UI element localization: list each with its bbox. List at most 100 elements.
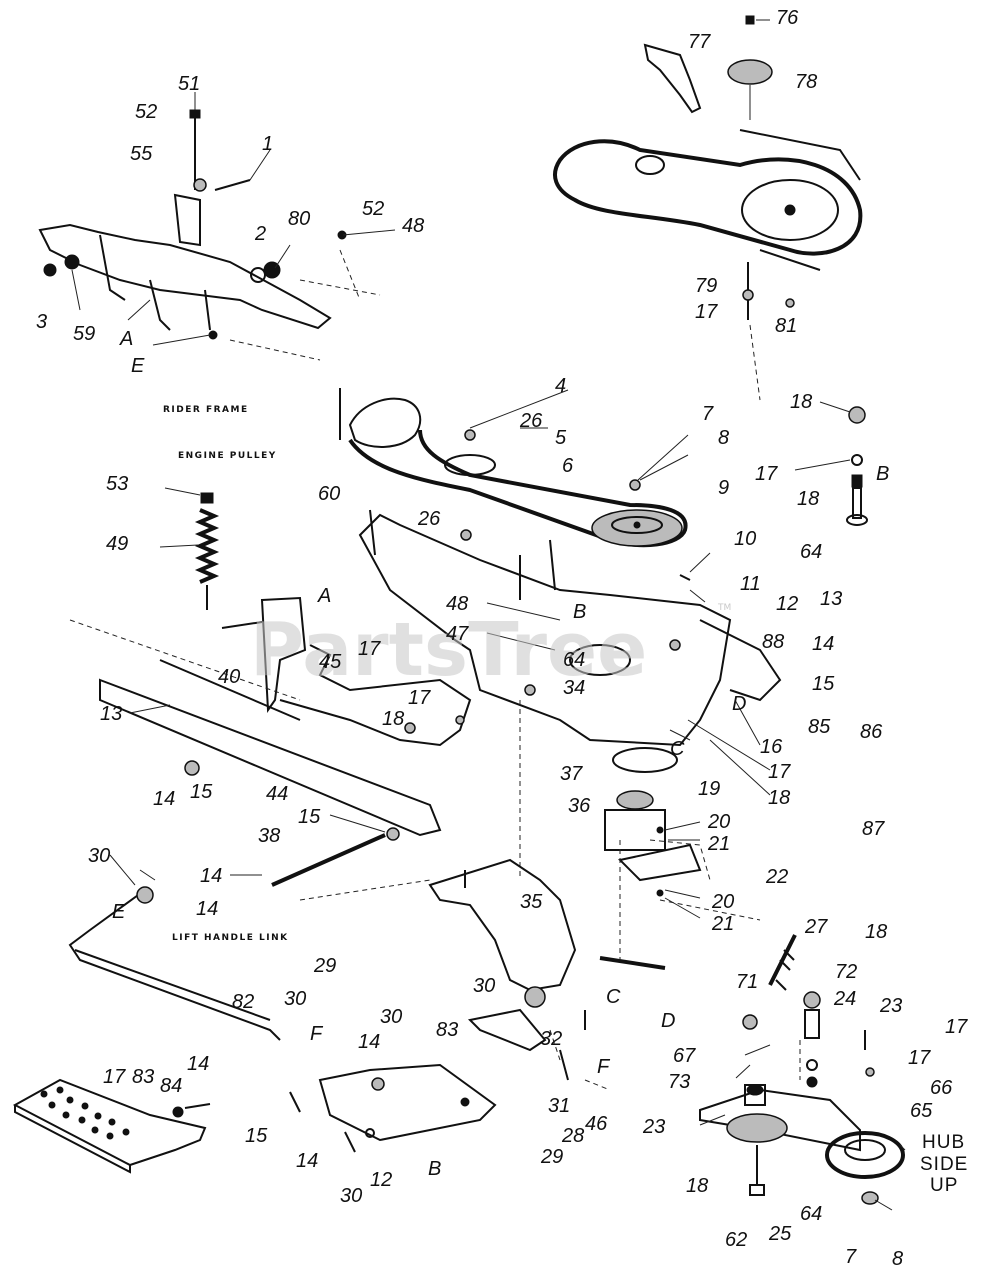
- callout: 29: [313, 955, 336, 977]
- callout: 19: [698, 778, 720, 800]
- callout: 13: [100, 703, 122, 725]
- callout: 64: [800, 1203, 822, 1225]
- callout: 22: [765, 866, 788, 888]
- callout: 37: [560, 763, 583, 785]
- callout: 55: [130, 143, 153, 165]
- callout: 24: [833, 988, 856, 1010]
- label-rider-frame: RIDER FRAME: [163, 405, 249, 415]
- callout: 16: [760, 736, 783, 758]
- callout: 84: [160, 1075, 182, 1097]
- callout: 35: [520, 891, 543, 913]
- callout: 9: [718, 477, 729, 499]
- callout: 60: [318, 483, 340, 505]
- callout: 14: [187, 1053, 209, 1075]
- callout: 25: [768, 1223, 792, 1245]
- callout: 18: [768, 787, 790, 809]
- callout: 71: [736, 971, 758, 993]
- callout: 26: [519, 410, 543, 432]
- center-frame-plate: [358, 509, 782, 747]
- callout: 14: [296, 1150, 318, 1172]
- callout: 34: [563, 677, 585, 699]
- callout: 14: [200, 865, 222, 887]
- callout: 52: [135, 101, 157, 123]
- callout: 10: [734, 528, 756, 550]
- callout: D: [661, 1010, 675, 1032]
- callout: 27: [804, 916, 828, 938]
- assembly-lines: [229, 249, 801, 1091]
- callout: F: [310, 1023, 324, 1045]
- callout: 48: [402, 215, 424, 237]
- callout: 77: [688, 31, 711, 53]
- callout: 17: [103, 1066, 126, 1088]
- callout: 28: [561, 1125, 584, 1147]
- callout: 38: [258, 825, 280, 847]
- callout: 2: [254, 223, 266, 245]
- callout: 81: [775, 315, 797, 337]
- callout: 83: [132, 1066, 154, 1088]
- callout: 15: [812, 673, 835, 695]
- callout: 87: [862, 818, 885, 840]
- callout: 3: [36, 311, 47, 333]
- callout: B: [573, 601, 586, 623]
- callout: 52: [362, 198, 384, 220]
- callout: 29: [540, 1146, 563, 1168]
- lift-handle: [428, 858, 666, 1081]
- callout: C: [670, 738, 685, 760]
- callout: 8: [892, 1248, 903, 1270]
- label-lift-handle-link: LIFT HANDLE LINK: [172, 933, 289, 943]
- callout: 14: [812, 633, 834, 655]
- callout: 66: [930, 1077, 953, 1099]
- callout: 23: [879, 995, 902, 1017]
- callout: 8: [718, 427, 729, 449]
- callout: 80: [288, 208, 310, 230]
- callout: 30: [284, 988, 306, 1010]
- callout: 64: [800, 541, 822, 563]
- watermark: PartsTree: [250, 607, 647, 693]
- callout: 17: [908, 1047, 931, 1069]
- callout: 65: [910, 1100, 933, 1122]
- right-stud-stack: [846, 406, 868, 526]
- callout: 17: [408, 687, 431, 709]
- callout: 21: [707, 833, 730, 855]
- callout: 86: [860, 721, 883, 743]
- callout: 44: [266, 783, 288, 805]
- callout: A: [317, 585, 331, 607]
- spring: [194, 492, 220, 610]
- callout: 18: [797, 488, 819, 510]
- lift-bracket: [221, 596, 472, 747]
- front-bracket-assembly: [38, 109, 347, 340]
- callout: B: [876, 463, 889, 485]
- label-side: SIDE: [920, 1154, 968, 1175]
- callout: 7: [702, 403, 714, 425]
- callout: 30: [340, 1185, 362, 1207]
- callout: 59: [73, 323, 95, 345]
- callout: C: [606, 986, 621, 1008]
- callout: 49: [106, 533, 128, 555]
- callout: 62: [725, 1229, 747, 1251]
- callout: D: [732, 693, 746, 715]
- callout: 51: [178, 73, 200, 95]
- callout: 36: [568, 795, 591, 817]
- callout: 88: [762, 631, 784, 653]
- callout: B: [428, 1158, 441, 1180]
- callout: 14: [358, 1031, 380, 1053]
- callout: 4: [555, 375, 566, 397]
- callout: 85: [808, 716, 831, 738]
- callout: 14: [153, 788, 175, 810]
- label-hub: HUB: [922, 1132, 965, 1153]
- callout: 17: [755, 463, 778, 485]
- callout: 79: [695, 275, 717, 297]
- leader-lines: [71, 19, 906, 1211]
- callout: 12: [370, 1169, 392, 1191]
- label-engine-pulley: ENGINE PULLEY: [178, 451, 277, 461]
- callout: 82: [232, 991, 254, 1013]
- callout: 40: [218, 666, 240, 688]
- callout: 45: [319, 651, 342, 673]
- callout: 12: [776, 593, 798, 615]
- callout: 30: [380, 1006, 402, 1028]
- callout: 47: [446, 623, 469, 645]
- callout: 17: [695, 301, 718, 323]
- callout: E: [131, 355, 145, 377]
